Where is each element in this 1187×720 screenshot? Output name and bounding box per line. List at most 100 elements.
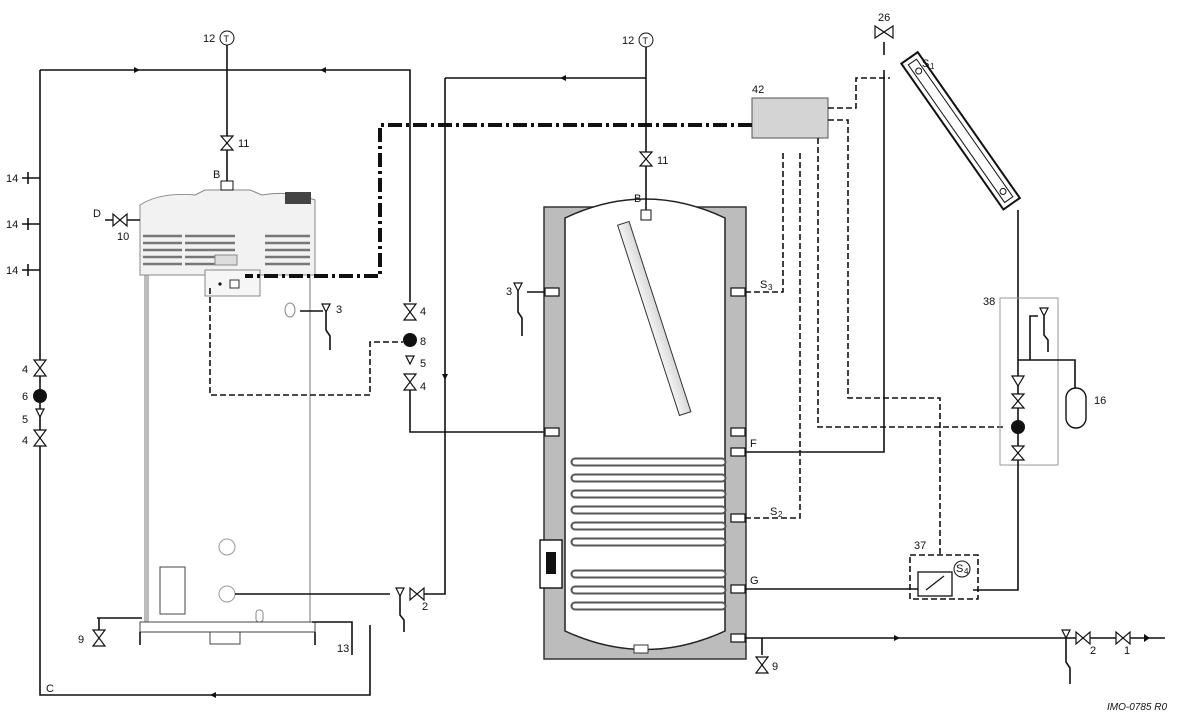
communication-bus bbox=[245, 123, 752, 278]
relief-3-tank-label: 3 bbox=[506, 286, 512, 298]
legend-14c-label: 14 bbox=[6, 265, 18, 277]
heater-service-door bbox=[159, 566, 186, 615]
heater-head bbox=[139, 189, 316, 276]
valve-2-mid-label: 2 bbox=[422, 601, 428, 613]
solar-collector bbox=[899, 50, 1022, 211]
thermostat-symbol bbox=[925, 575, 945, 591]
thermostat-signal-line bbox=[828, 119, 941, 555]
thermometer-glyph: T bbox=[224, 34, 230, 44]
solar-flow-pipe bbox=[745, 70, 885, 453]
top-loop-pipe bbox=[40, 69, 411, 302]
heater-body bbox=[144, 269, 311, 623]
legend-14b-label: 14 bbox=[6, 219, 18, 231]
flow-arrow-icon bbox=[442, 374, 448, 380]
legend-14-marks bbox=[22, 172, 40, 276]
storage-tank bbox=[539, 198, 747, 660]
drain-valve-icon bbox=[91, 629, 107, 647]
collector-sensor-line bbox=[828, 77, 890, 109]
tank-bottom-fitting bbox=[633, 644, 649, 654]
inlet-arrow-icon bbox=[1144, 634, 1150, 642]
valve-2-right-label: 2 bbox=[1090, 645, 1096, 657]
valve-icon bbox=[638, 151, 654, 167]
solar-station-frame bbox=[999, 297, 1059, 466]
drawing-reference: IMO-0785 R0 bbox=[1107, 702, 1167, 713]
valve-icon bbox=[402, 303, 418, 321]
tank-sensor-bottom-sub: 2 bbox=[778, 510, 783, 519]
cold-water-inlet-pipe bbox=[745, 637, 1165, 655]
mid-8-label: 8 bbox=[420, 336, 426, 348]
port-b-heater-label: B bbox=[213, 169, 220, 181]
left-4a-label: 4 bbox=[22, 364, 28, 376]
valve-icon bbox=[1075, 630, 1091, 646]
valve-11-tank-label: 11 bbox=[657, 155, 668, 167]
heater-to-tank-pipe bbox=[409, 390, 545, 433]
relief-drain-inlet bbox=[1065, 638, 1071, 684]
tank-anode bbox=[617, 220, 692, 417]
valve-1-label: 1 bbox=[1124, 645, 1130, 657]
heater-body-edge bbox=[145, 270, 149, 622]
mid-riser-pipe bbox=[424, 78, 446, 595]
legend-14a-label: 14 bbox=[6, 173, 18, 185]
safety-valve-link bbox=[1029, 315, 1038, 360]
thermometer-left-label: 12 bbox=[203, 33, 215, 45]
collector-sensor-label: S bbox=[922, 58, 929, 70]
heater-port-lower bbox=[218, 585, 236, 603]
flow-arrow-icon bbox=[894, 635, 900, 641]
tank-sockets bbox=[544, 287, 746, 643]
tank-heat-coil bbox=[570, 457, 727, 611]
drain-13-label: 13 bbox=[337, 643, 349, 655]
thermostat-enclosure bbox=[909, 554, 979, 600]
solar-group-label: 38 bbox=[983, 296, 995, 308]
solar-pump-signal-line bbox=[817, 138, 1006, 428]
thermometer-icon bbox=[219, 30, 235, 46]
relief-valve-icon bbox=[1061, 629, 1071, 640]
tank-sensor-bottom-label: S bbox=[770, 506, 777, 518]
heater-flue bbox=[285, 192, 311, 204]
check-valve-icon bbox=[35, 408, 45, 419]
tank-port-b-socket bbox=[640, 209, 652, 221]
heater-pump-signal bbox=[209, 288, 403, 396]
flow-arrow-icon bbox=[560, 75, 566, 81]
port-b-tank-label: B bbox=[634, 193, 641, 205]
drain-9-tank-label: 9 bbox=[772, 661, 778, 673]
flow-arrow-icon bbox=[210, 692, 216, 698]
thermostat-label: 37 bbox=[914, 540, 926, 552]
heater-panel-led bbox=[218, 282, 222, 286]
thermostat-sensor-icon bbox=[953, 560, 971, 578]
valve-icon bbox=[32, 429, 48, 447]
valve-icon bbox=[409, 586, 425, 602]
heater-base-block bbox=[209, 631, 241, 645]
heater-panel-button bbox=[229, 279, 240, 289]
pump-icon bbox=[33, 389, 47, 403]
thermostatic-mixer-icon bbox=[917, 571, 953, 597]
check-valve-icon bbox=[405, 355, 415, 366]
heater-base bbox=[139, 621, 316, 633]
valve-icon bbox=[32, 359, 48, 377]
collector-sensor-sub: 1 bbox=[930, 62, 935, 71]
heater-feet bbox=[139, 632, 316, 645]
sensor-s2-line bbox=[745, 150, 801, 519]
left-5-label: 5 bbox=[22, 414, 28, 426]
thermostat-sensor-label: S bbox=[956, 563, 963, 575]
drain-9-left-label: 9 bbox=[78, 634, 84, 646]
relief-drain-tank bbox=[517, 291, 523, 336]
heater-port-upper bbox=[218, 538, 236, 556]
heater-display bbox=[214, 254, 238, 266]
drain-valve-icon bbox=[754, 656, 770, 674]
relief-drain-heater bbox=[325, 312, 331, 350]
port-g-label: G bbox=[750, 575, 759, 587]
relief-valve-icon bbox=[1039, 307, 1049, 318]
expansion-vessel-icon bbox=[1065, 387, 1087, 429]
pump-icon bbox=[1011, 420, 1025, 434]
valve-icon bbox=[112, 212, 128, 228]
relief-drain-solar bbox=[1043, 316, 1049, 352]
expansion-link bbox=[1018, 359, 1076, 388]
thermometer-icon bbox=[638, 32, 654, 48]
valve-icon bbox=[1010, 445, 1026, 461]
left-6-label: 6 bbox=[22, 391, 28, 403]
mid-5-label: 5 bbox=[420, 358, 426, 370]
thermometer-glyph: T bbox=[643, 36, 649, 46]
left-loop-pipe bbox=[39, 70, 371, 696]
